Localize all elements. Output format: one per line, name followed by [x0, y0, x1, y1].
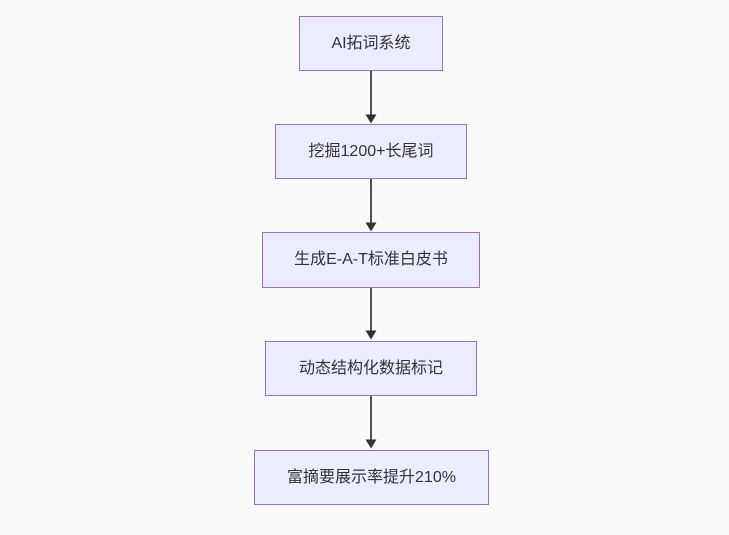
arrowhead-icon [365, 222, 377, 232]
flow-node-label: 富摘要展示率提升210% [287, 468, 456, 486]
flow-node-rich-snippet-rate: 富摘要展示率提升210% [254, 450, 489, 505]
flow-node-label: AI拓词系统 [331, 34, 411, 52]
edge-n3-n4 [365, 288, 377, 340]
edge-n1-n2 [365, 71, 377, 124]
edge-n4-n5 [365, 396, 377, 449]
edge-n2-n3 [365, 179, 377, 232]
flow-node-eat-whitepaper: 生成E-A-T标准白皮书 [262, 232, 480, 288]
flow-node-label: 动态结构化数据标记 [298, 359, 443, 377]
arrowhead-icon [365, 114, 377, 124]
arrowhead-icon [365, 439, 377, 449]
arrowhead-icon [365, 330, 377, 340]
flow-node-structured-data-markup: 动态结构化数据标记 [265, 341, 477, 396]
flow-node-label: 生成E-A-T标准白皮书 [294, 251, 448, 268]
flow-node-longtail-mining: 挖掘1200+长尾词 [275, 124, 467, 179]
flow-node-ai-word-expansion: AI拓词系统 [299, 16, 443, 71]
flow-node-label: 挖掘1200+长尾词 [308, 142, 434, 160]
